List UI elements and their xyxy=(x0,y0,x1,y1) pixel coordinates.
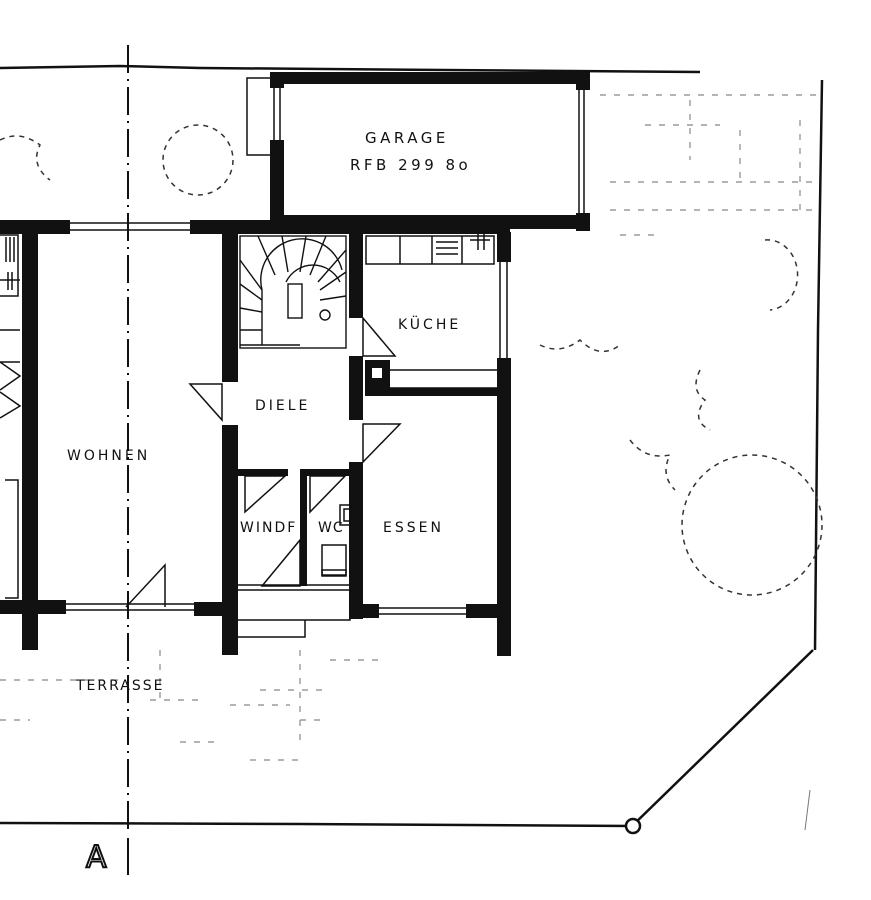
property-boundary xyxy=(0,64,824,835)
chimney-flue xyxy=(372,368,382,378)
room-label-garage-code: RFB 299 8o xyxy=(350,156,472,174)
kitchen-counter xyxy=(365,234,497,389)
staircase xyxy=(239,235,347,349)
windows xyxy=(66,222,508,615)
garage-walls xyxy=(246,72,590,231)
room-label-living: WOHNEN xyxy=(67,448,151,464)
room-label-garage: GARAGE xyxy=(365,129,449,147)
wc-fixtures xyxy=(321,504,357,577)
neighbour-fixtures xyxy=(0,234,22,599)
doors xyxy=(125,315,402,608)
room-label-dining: ESSEN xyxy=(383,520,444,536)
garden-vegetation xyxy=(0,124,823,596)
room-label-vestibule: WINDF xyxy=(240,520,298,536)
house-walls xyxy=(0,220,511,656)
paving-pattern xyxy=(0,94,820,761)
room-label-kitchen: KÜCHE xyxy=(398,317,462,333)
area-label-terrace: TERRASSE xyxy=(76,678,165,694)
room-label-hall: DIELE xyxy=(255,398,311,414)
room-label-wc: WC xyxy=(318,520,344,536)
section-marker-a: A xyxy=(85,840,107,875)
entrance-steps xyxy=(238,584,351,638)
boundary-corner-marker xyxy=(624,817,642,835)
